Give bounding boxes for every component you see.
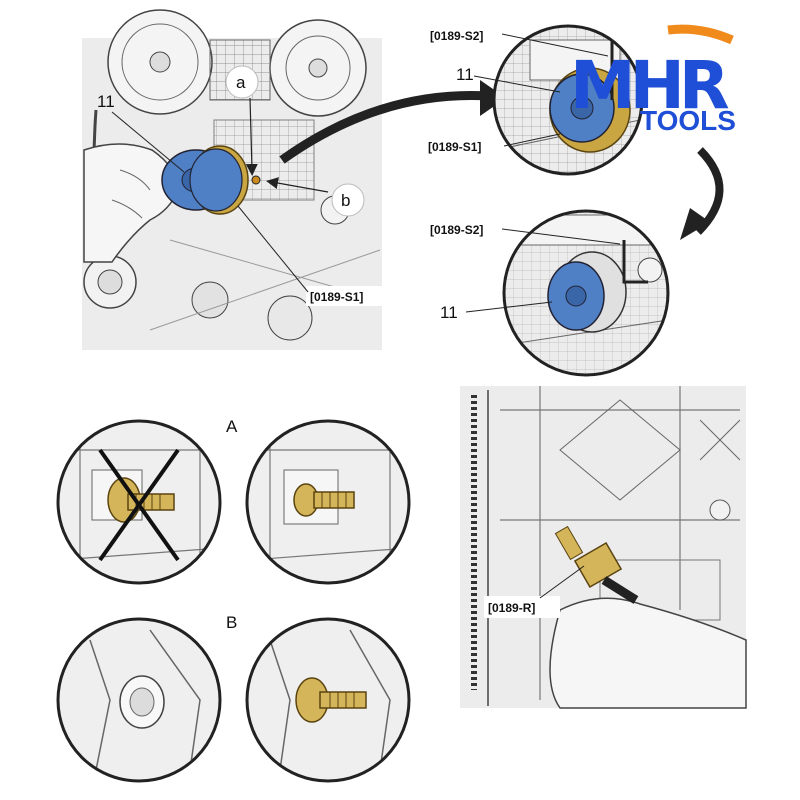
detail-circle-lower: [0189-S2] 11 <box>430 209 670 377</box>
detail-a-correct <box>245 419 411 585</box>
detail-b-hole <box>56 617 222 783</box>
detail-b-inserted <box>245 617 411 783</box>
logo-mhr: MHR <box>570 47 729 124</box>
hand-illustration-2 <box>549 597 747 709</box>
detail-circle-upper: [0189-S2] 11 [0189-S1] <box>428 24 644 176</box>
callout-a-circle <box>225 65 259 99</box>
arrow-to-detail <box>279 91 489 164</box>
label-r: [0189-R] <box>488 601 535 615</box>
callout-b-circle <box>331 183 365 217</box>
label-r-box <box>484 596 560 618</box>
callout-b: b <box>341 191 350 210</box>
callout-a: a <box>236 73 246 92</box>
row-letter-a: A <box>226 417 238 436</box>
row-letter-b: B <box>226 613 237 632</box>
logo-swoosh <box>667 24 734 45</box>
top-left-panel: a b 11 [0189-S1] <box>82 9 384 350</box>
label-11-upper: 11 <box>456 65 474 84</box>
incorrect-cross <box>98 448 180 562</box>
label-s2-upper: [0189-S2] <box>430 29 483 43</box>
logo-tools: TOOLS <box>640 105 736 136</box>
label-s1-top-left: [0189-S1] <box>310 290 363 304</box>
label-s1-box <box>306 286 384 306</box>
label-11-lower: 11 <box>440 303 458 322</box>
label-11-top-left: 11 <box>97 92 115 111</box>
bottom-right-panel: [0189-R] <box>460 386 747 709</box>
label-s2-lower: [0189-S2] <box>430 223 483 237</box>
mhr-tools-logo: MHR TOOLS <box>570 24 736 136</box>
label-s1-upper: [0189-S1] <box>428 140 481 154</box>
detail-a-incorrect <box>56 419 222 585</box>
